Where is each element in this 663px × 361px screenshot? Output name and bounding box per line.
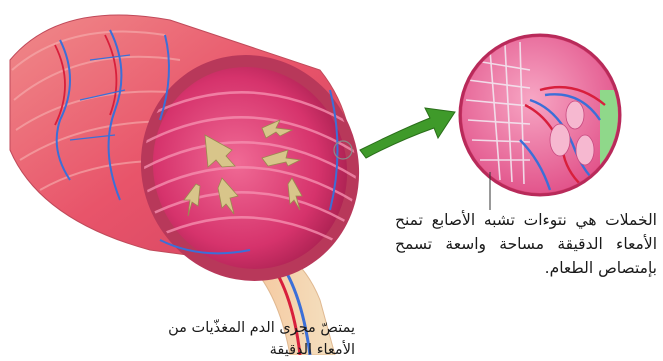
bloodstream-caption: يمتصّ مجرى الدم المغذّيات من الأمعاء الد… — [140, 317, 355, 361]
arrow-right-icon — [360, 108, 455, 158]
villi-caption: الخملات هي نتوءات تشبه الأصابع تمنح الأم… — [395, 208, 657, 280]
villi-magnified-view — [460, 35, 630, 200]
